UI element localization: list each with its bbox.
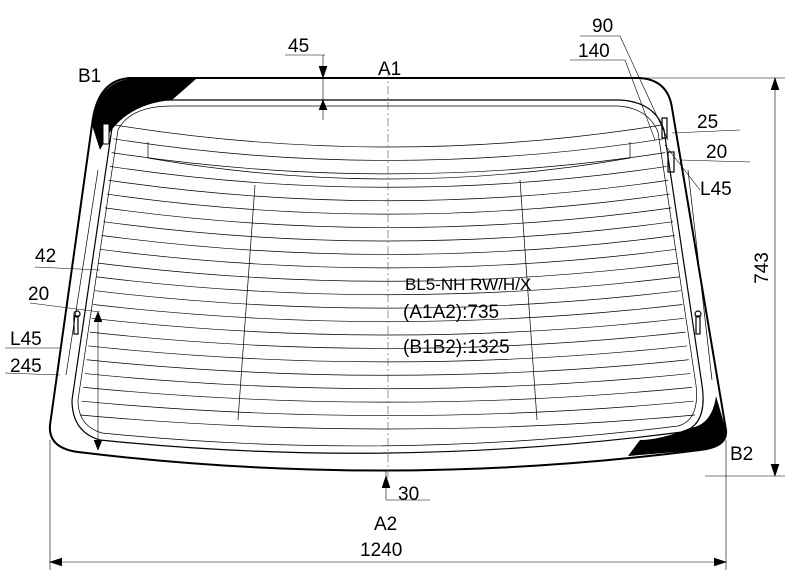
heater-line (101, 235, 675, 255)
label-b1: B1 (78, 66, 101, 87)
heater-line (111, 152, 666, 175)
dim-left-42: 42 (35, 246, 56, 267)
dim-bottom-30: 30 (398, 484, 419, 505)
corner-frit-b1 (92, 79, 196, 150)
dim-top-45: 45 (288, 36, 309, 57)
dim-right-l45: L45 (700, 179, 732, 200)
heater-line (109, 166, 667, 188)
heater-line (79, 414, 696, 430)
busbar-left (65, 169, 99, 376)
dim-140: 140 (578, 41, 610, 62)
heater-line (113, 138, 664, 161)
connector-top-right (661, 117, 675, 173)
part-code: BL5-NH RW/H/X (405, 275, 531, 294)
dim-right-25: 25 (697, 112, 718, 133)
connector-right (694, 310, 702, 335)
vertical-strip-left (237, 184, 256, 421)
corner-frit-b2 (628, 396, 727, 456)
dim-right-20: 20 (706, 142, 727, 163)
busbar-right (687, 169, 713, 381)
dim-left-20: 20 (28, 284, 49, 305)
heater-line (83, 387, 692, 403)
heater-line (104, 207, 672, 228)
dim-width-1240: 1240 (360, 540, 402, 561)
vertical-strip-right (519, 179, 538, 421)
heater-line (114, 124, 663, 148)
dimension-a1a2: (A1A2):735 (403, 302, 499, 323)
dim-height-743: 743 (752, 252, 773, 284)
label-b2: B2 (730, 444, 753, 465)
print-border-inner (77, 105, 697, 447)
heater-line (94, 290, 681, 309)
heater-line (91, 317, 685, 336)
heater-grid (79, 124, 696, 430)
dim-left-245: 245 (10, 356, 42, 377)
dimension-b1b2: (B1B2):1325 (403, 337, 510, 358)
print-border (71, 99, 704, 454)
connector-left (73, 310, 81, 335)
label-a2: A2 (374, 514, 397, 535)
heater-line (84, 373, 691, 390)
heater-line (81, 400, 694, 416)
label-a1: A1 (378, 59, 401, 80)
dimension-lines (4, 35, 785, 570)
connector-top-left (102, 123, 110, 145)
antenna-top (147, 142, 631, 180)
heater-line (108, 179, 669, 202)
dim-left-l45: L45 (10, 329, 42, 350)
dim-90: 90 (592, 16, 613, 37)
